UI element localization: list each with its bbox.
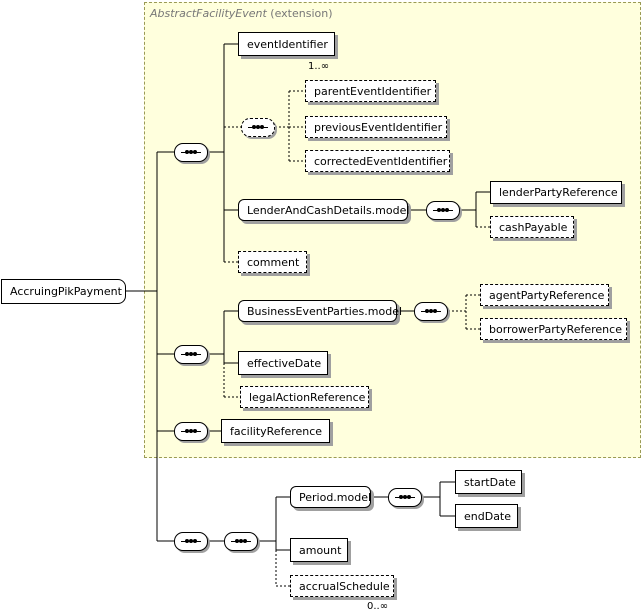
borrower-party-reference-element[interactable]: borrowerPartyReference [480, 318, 627, 340]
lender-and-cash-details-model[interactable]: LenderAndCashDetails.model [238, 199, 409, 221]
sequence-compositor-4 [174, 532, 208, 551]
accrual-schedule-multiplicity: 0..∞ [367, 601, 389, 612]
sequence-compositor-lender [426, 201, 460, 220]
accrual-schedule-element[interactable]: accrualSchedule [290, 575, 394, 597]
choice-compositor [241, 118, 275, 137]
root-element[interactable]: AccruingPikPayment [1, 279, 126, 304]
sequence-compositor-5 [224, 532, 258, 551]
corrected-event-identifier-element[interactable]: correctedEventIdentifier [305, 150, 450, 172]
parent-event-identifier-element[interactable]: parentEventIdentifier [305, 80, 436, 102]
sequence-compositor-1 [174, 143, 208, 162]
sequence-compositor-parties [414, 302, 448, 321]
sequence-compositor-2 [174, 345, 208, 364]
lender-party-reference-element[interactable]: lenderPartyReference [490, 181, 622, 204]
business-event-parties-model[interactable]: BusinessEventParties.model [238, 300, 402, 322]
extension-base: AbstractFacilityEvent [150, 7, 267, 20]
comment-element[interactable]: comment [238, 251, 307, 273]
period-model[interactable]: Period.model [290, 486, 371, 508]
agent-party-reference-element[interactable]: agentPartyReference [480, 284, 609, 306]
amount-element[interactable]: amount [290, 538, 348, 562]
event-identifier-element[interactable]: eventIdentifier [238, 32, 335, 56]
sequence-compositor-3 [174, 422, 208, 441]
end-date-element[interactable]: endDate [455, 504, 518, 528]
event-identifier-multiplicity: 1..∞ [308, 61, 330, 72]
sequence-compositor-period [388, 488, 422, 507]
effective-date-element[interactable]: effectiveDate [238, 351, 328, 375]
extension-suffix: (extension) [270, 7, 333, 20]
extension-label: AbstractFacilityEvent (extension) [150, 7, 333, 20]
start-date-element[interactable]: startDate [455, 470, 522, 494]
cash-payable-element[interactable]: cashPayable [490, 216, 574, 238]
legal-action-reference-element[interactable]: legalActionReference [240, 386, 369, 408]
facility-reference-element[interactable]: facilityReference [221, 419, 330, 443]
previous-event-identifier-element[interactable]: previousEventIdentifier [305, 116, 447, 138]
